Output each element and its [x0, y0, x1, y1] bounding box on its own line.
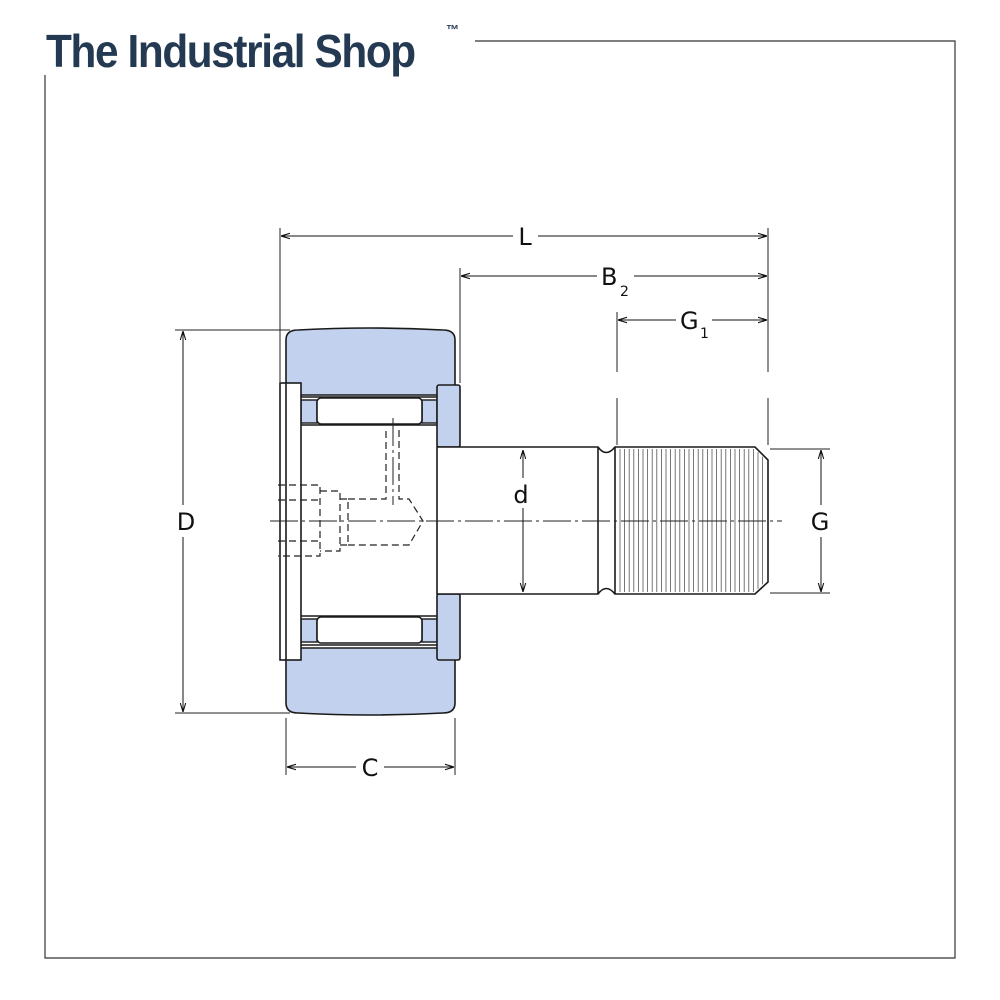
dim-label-B2: B	[601, 263, 617, 291]
needle-rollers	[316, 397, 423, 644]
extension-lines	[175, 228, 830, 775]
dim-label-C: C	[362, 754, 379, 782]
dim-label-D: D	[177, 508, 195, 536]
dim-label-d: d	[513, 481, 528, 509]
trademark-symbol: ™	[446, 22, 459, 37]
flange	[436, 384, 461, 661]
outer-ring	[285, 327, 456, 716]
dim-label-L: L	[518, 223, 532, 251]
dim-label-G: G	[811, 508, 830, 536]
centerlines	[270, 418, 782, 522]
brand-logo: The Industrial Shop	[46, 25, 416, 77]
dimension-lines	[183, 236, 821, 767]
dim-label-G1-subscript: 1	[700, 326, 709, 342]
inner-lines	[301, 396, 437, 646]
dim-label-B2-subscript: 2	[620, 284, 629, 300]
dim-label-G1: G	[680, 307, 699, 335]
frame	[44, 40, 956, 959]
cage	[300, 399, 438, 643]
